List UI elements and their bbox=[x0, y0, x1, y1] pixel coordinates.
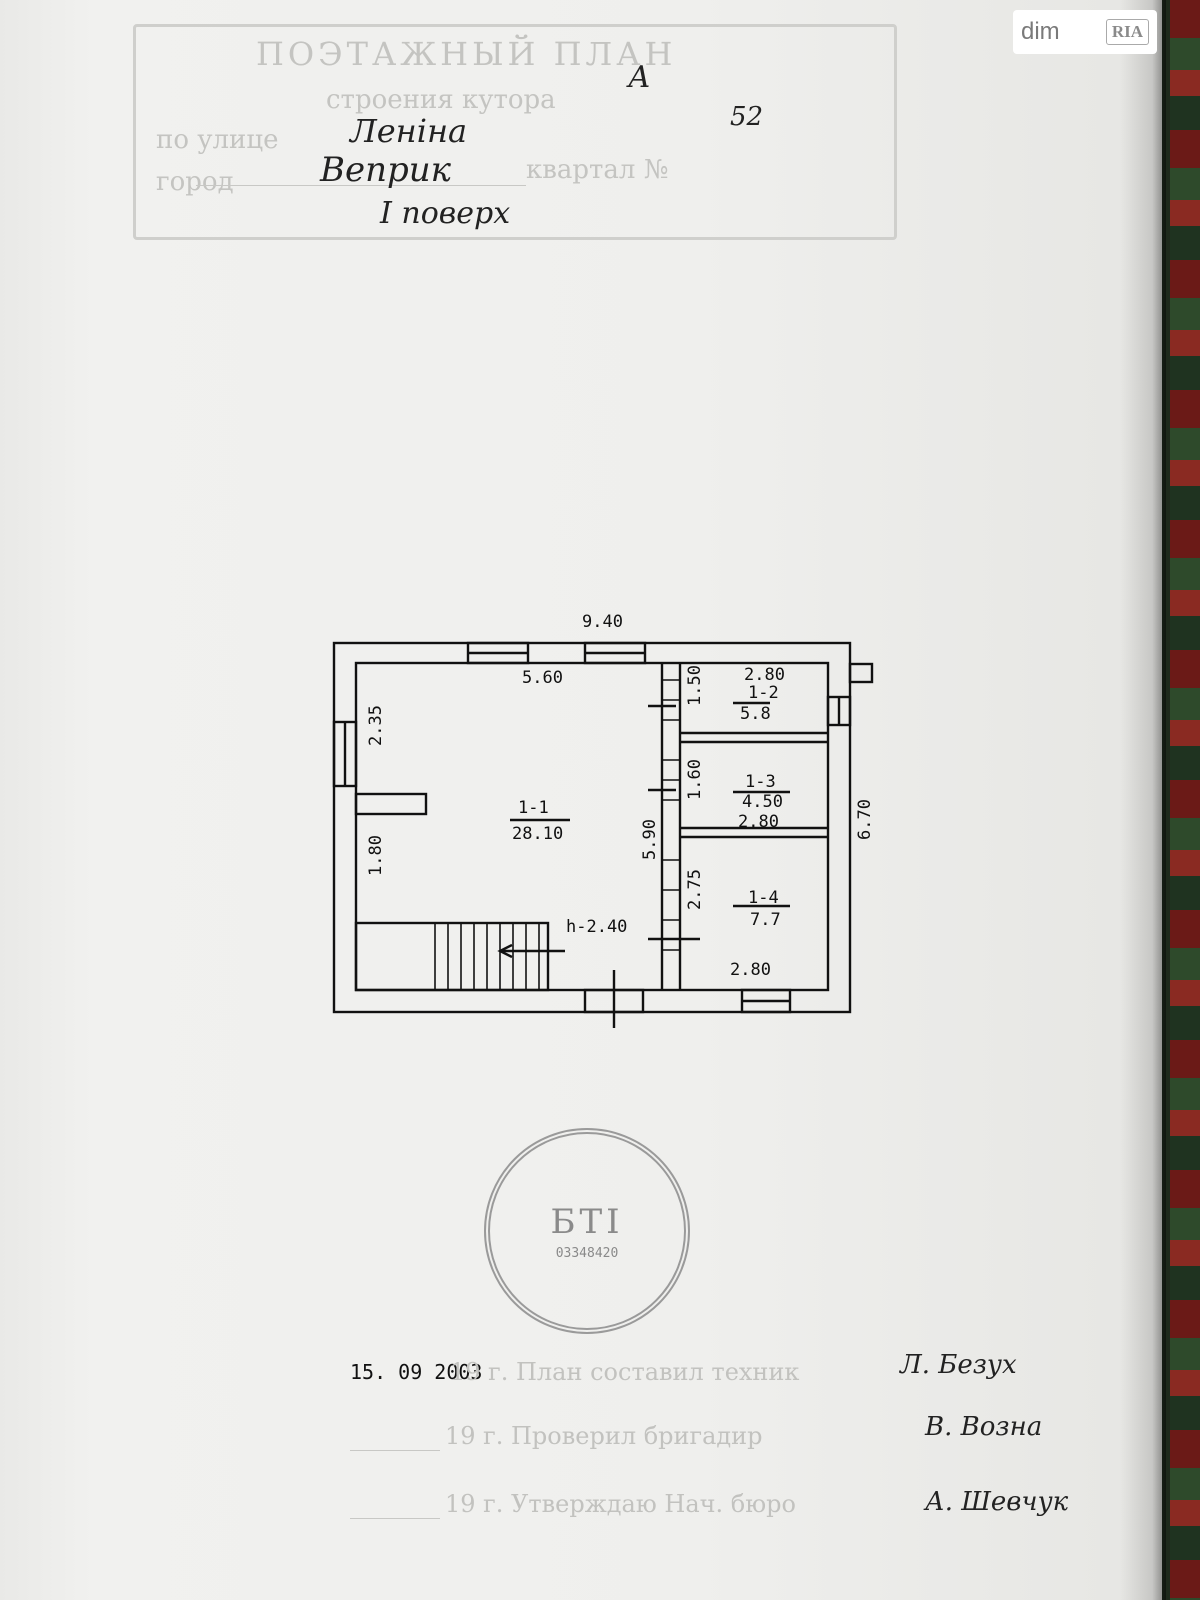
room-1-3-side: 1.60 bbox=[685, 759, 705, 800]
room-1-2-code: 1-2 bbox=[748, 683, 779, 703]
footer-date: 15. 09 2003 bbox=[350, 1360, 483, 1384]
footer-line-2: 19 г. Проверил бригадир bbox=[445, 1422, 763, 1450]
footer-line-3: 19 г. Утверждаю Нач. бюро bbox=[445, 1490, 796, 1518]
signature-brigadier: В. Возна bbox=[925, 1412, 1043, 1442]
dim-left-lower: 1.80 bbox=[366, 835, 386, 876]
dim-overall-width: 9.40 bbox=[582, 612, 623, 632]
stair-height-note: h-2.40 bbox=[566, 917, 628, 937]
room-1-4-side: 2.75 bbox=[685, 869, 705, 910]
room-1-4-bottom: 2.80 bbox=[730, 960, 771, 980]
room-1-4-code: 1-4 bbox=[748, 888, 779, 908]
room-1-4-area: 7.7 bbox=[750, 910, 781, 930]
room-1-3-area: 4.50 bbox=[742, 792, 783, 812]
room-1-3-code: 1-3 bbox=[745, 772, 776, 792]
footer-line-1: 19 г. План составил техник bbox=[450, 1358, 800, 1386]
printed-line-1: строения кутора bbox=[326, 85, 556, 115]
room-1-1-code: 1-1 bbox=[518, 798, 549, 818]
room-1-2-side: 1.50 bbox=[685, 665, 705, 706]
handwritten-owner: Веприк bbox=[320, 150, 451, 190]
handwritten-street: Леніна bbox=[350, 112, 468, 150]
dim-overall-depth: 6.70 bbox=[855, 799, 875, 840]
printed-line-4: квартал № bbox=[526, 155, 669, 185]
handwritten-house-number: 52 bbox=[730, 102, 764, 132]
seal-code: 03348420 bbox=[555, 1245, 619, 1261]
printed-title: ПОЭТАЖНЫЙ ПЛАН bbox=[256, 35, 677, 73]
ria-logo-icon: RIA bbox=[1105, 19, 1149, 45]
chimney-block bbox=[848, 662, 874, 684]
handwritten-letter: А bbox=[628, 60, 651, 95]
room-1-2-width: 2.80 bbox=[744, 665, 785, 685]
dimria-watermark: dim RIA bbox=[1013, 10, 1157, 54]
signature-head: А. Шевчук bbox=[925, 1487, 1069, 1517]
printed-line-2: по улице bbox=[156, 125, 279, 155]
signature-technician: Л. Безух bbox=[900, 1350, 1017, 1380]
footer-rule-3 bbox=[350, 1518, 440, 1519]
room-1-3-width: 2.80 bbox=[738, 812, 779, 832]
dim-center-height: 5.90 bbox=[640, 819, 660, 860]
handwritten-floor: I поверх bbox=[380, 196, 511, 231]
room-1-1-area: 28.10 bbox=[512, 824, 564, 844]
watermark-brand: dim bbox=[1021, 18, 1060, 45]
seal-title: БТІ bbox=[550, 1201, 624, 1242]
printed-line-3: город bbox=[156, 167, 234, 197]
sheet-edge-shadow bbox=[1120, 0, 1166, 1600]
stove-block bbox=[354, 792, 428, 816]
dim-top-inner: 5.60 bbox=[522, 668, 563, 688]
background-carpet bbox=[1170, 0, 1200, 1600]
dim-left-upper: 2.35 bbox=[366, 705, 386, 746]
footer-rule-2 bbox=[350, 1450, 440, 1451]
header-rule bbox=[196, 185, 526, 186]
staircase bbox=[354, 921, 550, 992]
header-stamp: ПОЭТАЖНЫЙ ПЛАН строения кутора по улице … bbox=[133, 24, 897, 240]
bti-seal: БТІ 03348420 bbox=[484, 1128, 690, 1334]
room-1-2-area: 5.8 bbox=[740, 704, 771, 724]
